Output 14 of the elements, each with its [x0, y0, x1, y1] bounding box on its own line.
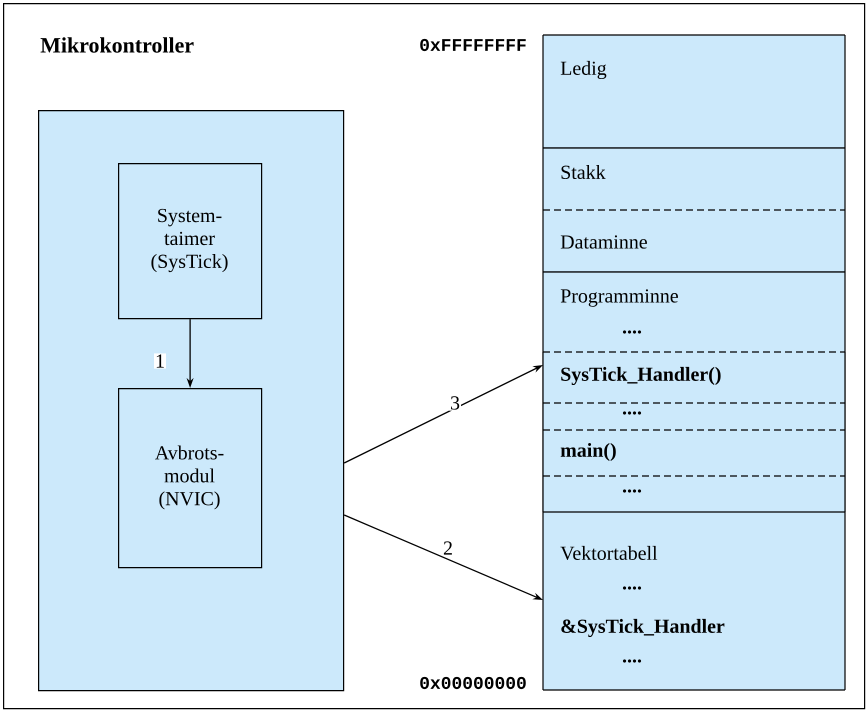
edge-label: 3 [449, 395, 461, 411]
memory-row: SysTick_Handler() [542, 352, 846, 404]
memory-row: main() [542, 430, 846, 476]
edge-label: 1 [154, 353, 166, 369]
address-label: 0xFFFFFFFF [420, 38, 526, 52]
memory-section: Dataminne [542, 210, 846, 273]
edge-label: 2 [442, 540, 454, 556]
memory-row: .... [542, 476, 846, 512]
address-label: 0x00000000 [420, 676, 526, 690]
memory-row: .... [542, 403, 846, 430]
memory-section: Ledig [542, 34, 846, 149]
interrupt-module-box: Avbrots-modul (NVIC) [118, 388, 262, 568]
timer-box: System-taimer (SysTick) [118, 163, 262, 320]
memory-section: Stakk [542, 147, 846, 210]
